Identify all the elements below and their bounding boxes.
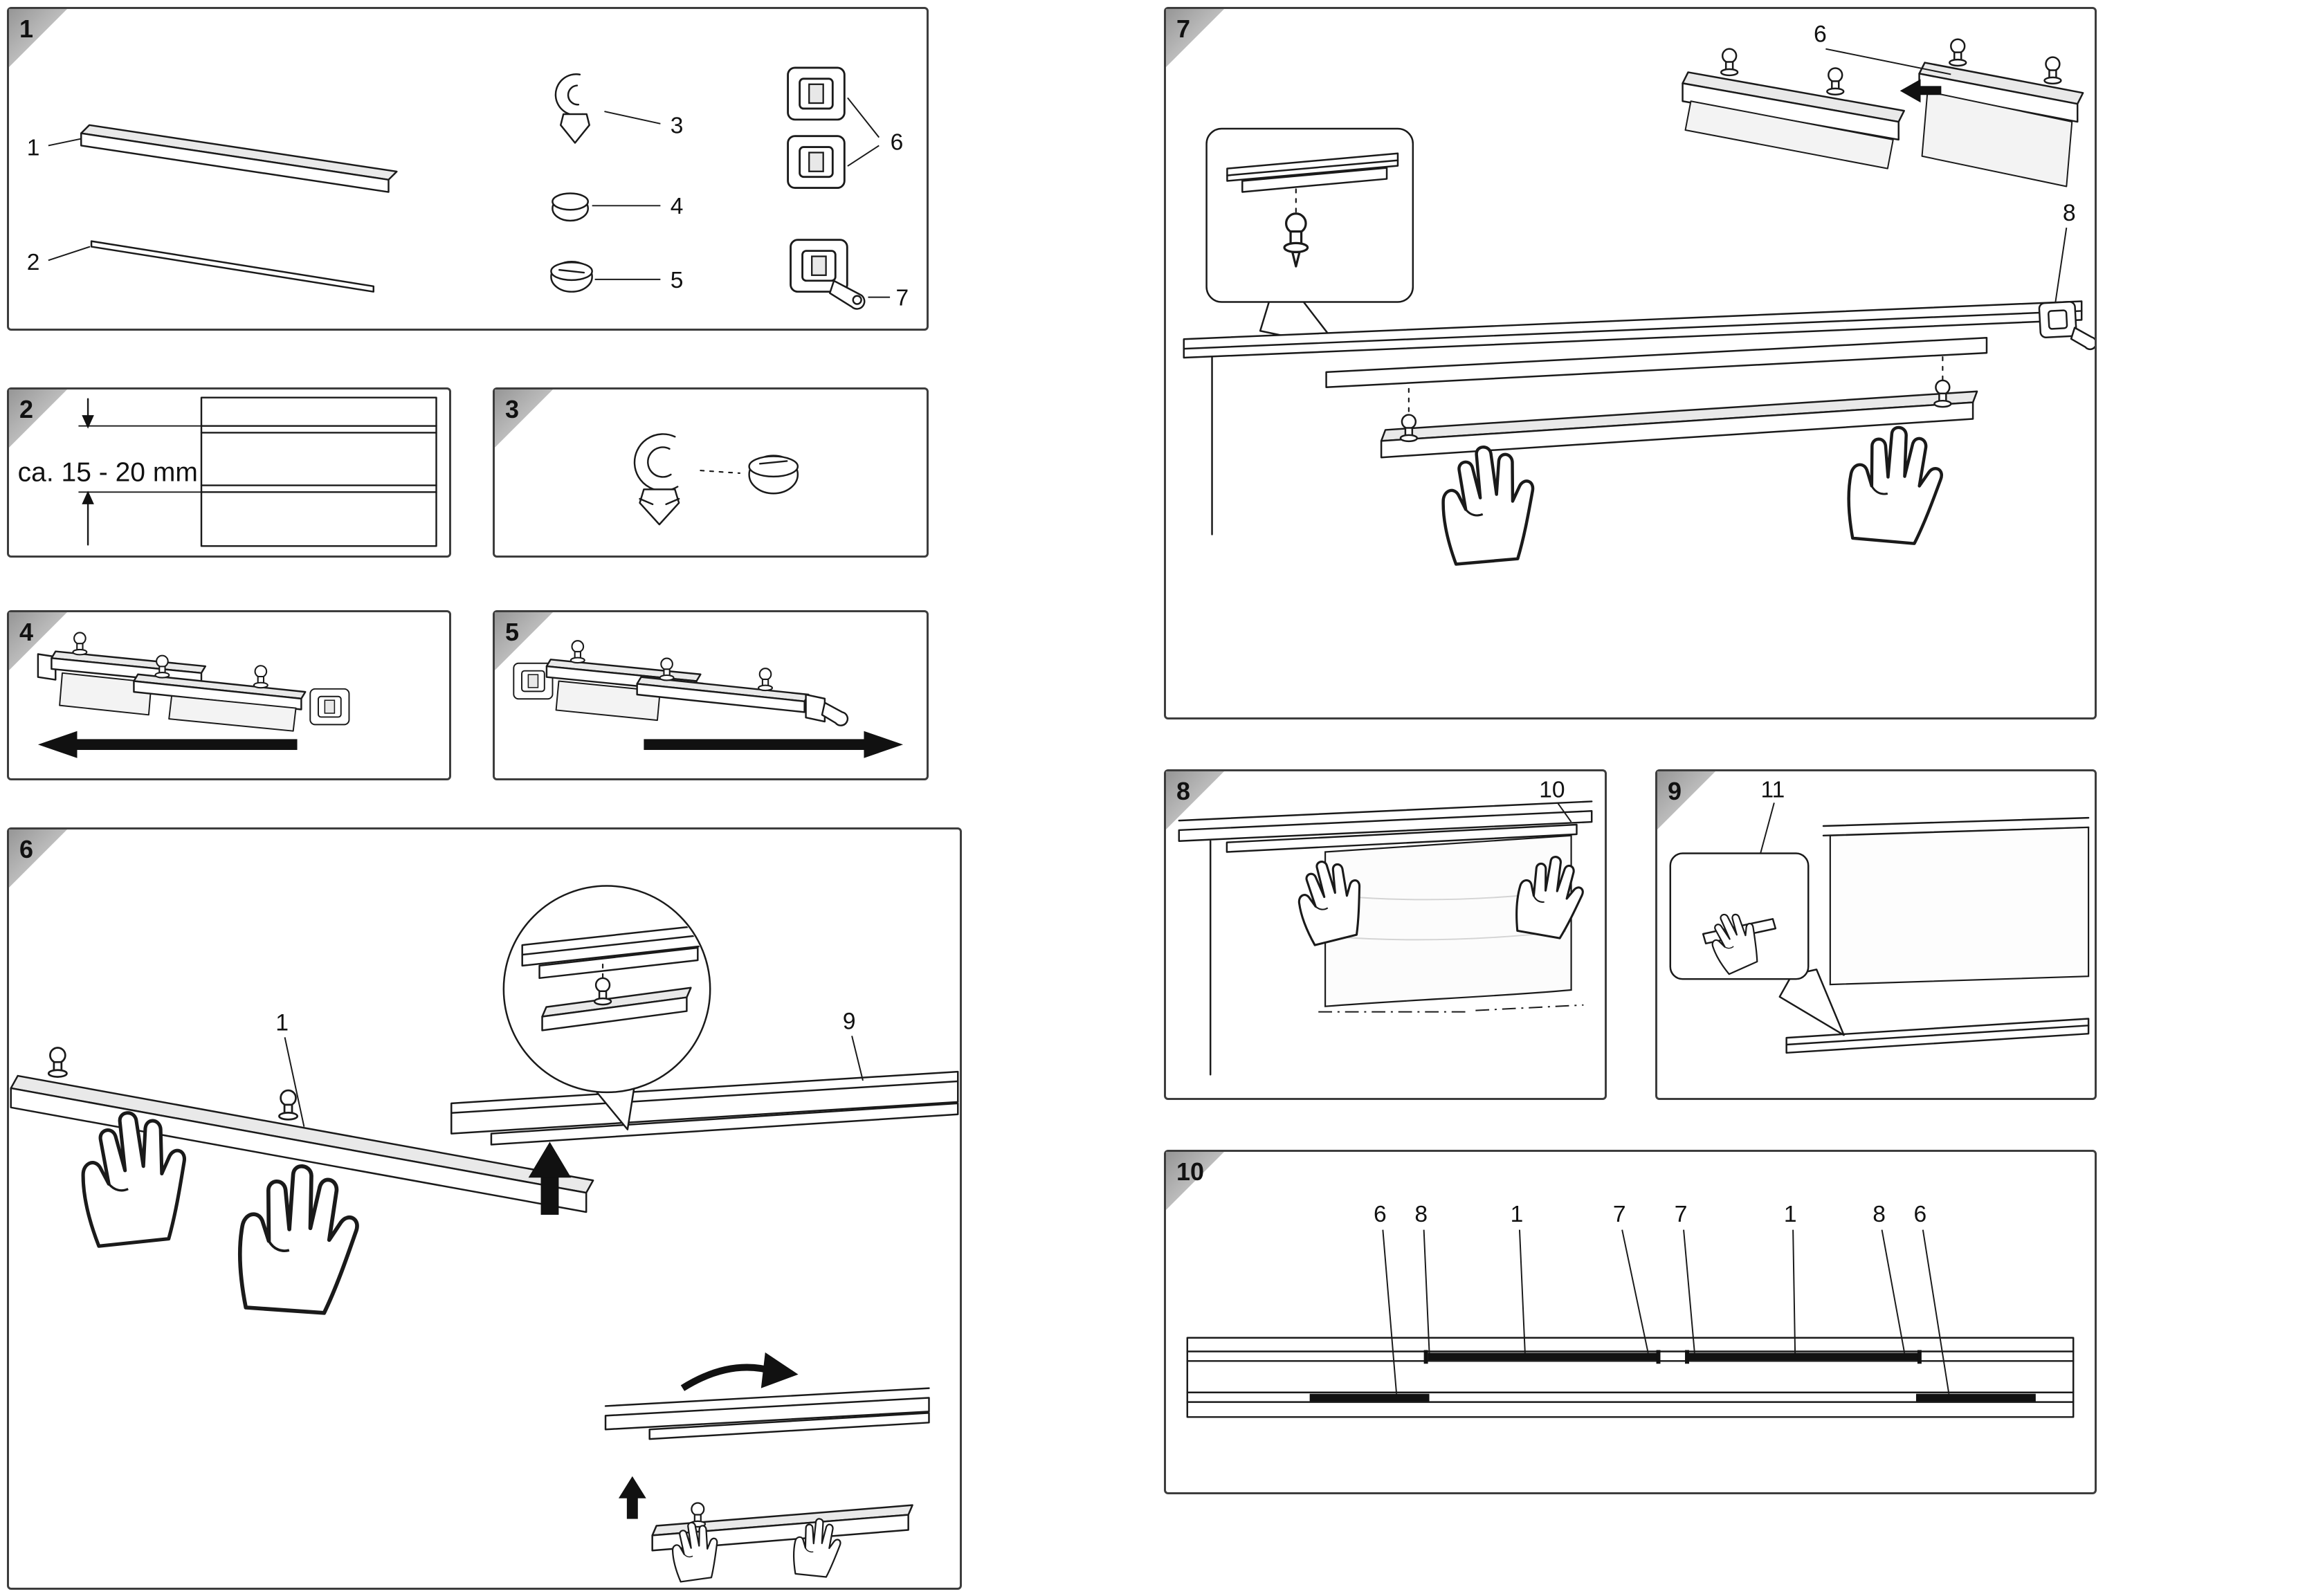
step5-illustration <box>513 640 904 758</box>
curved-arrow-icon <box>680 1364 776 1391</box>
callout-d: 7 <box>1613 1202 1626 1227</box>
callout-wall-profile: 9 <box>843 1008 856 1034</box>
arrow-left-small-icon <box>1899 79 1942 103</box>
panel-step4: 4 <box>7 610 451 780</box>
callout-b: 8 <box>1414 1202 1428 1227</box>
inset-clip-detail <box>1205 127 1414 349</box>
rail-being-installed <box>10 1047 594 1213</box>
part-stud-slotted <box>550 261 593 293</box>
arrow-right-icon <box>644 731 904 758</box>
step3-illustration <box>633 433 799 526</box>
callout-h: 6 <box>1914 1202 1927 1227</box>
rail-pair-top <box>1682 38 2084 187</box>
callout-f: 1 <box>1784 1202 1797 1227</box>
arrow-left-icon <box>37 731 298 758</box>
hook-pin-large <box>633 433 680 526</box>
rail-in-hands <box>1380 379 1978 459</box>
panel-step2: ca. 15 - 20 mm 2 <box>7 387 451 558</box>
wall-profile <box>490 1102 959 1146</box>
profile-section <box>200 396 437 547</box>
arrow-up-small-icon <box>618 1476 646 1519</box>
step8-illustration: 10 <box>1178 778 1593 1076</box>
callout-a: 6 <box>1374 1202 1387 1227</box>
part-hook-pin <box>554 73 590 144</box>
roller-blind <box>1785 816 2090 1054</box>
part-weight-rod <box>90 240 375 293</box>
callout-e: 7 <box>1675 1202 1688 1227</box>
shelf <box>450 1070 959 1146</box>
callout-part-2: 2 <box>27 250 40 275</box>
shelf <box>1178 800 1593 1076</box>
callout-part-4: 4 <box>671 194 684 219</box>
clip-pin-detail <box>1283 212 1309 268</box>
rail-top-view <box>1186 1337 2075 1418</box>
callout-g: 8 <box>1873 1202 1886 1227</box>
mounted-rail <box>1226 823 1578 853</box>
panel-number: 2 <box>19 395 34 423</box>
callout-part-6: 6 <box>891 129 904 155</box>
inset-final-push <box>604 1352 930 1584</box>
panel-step9: 11 9 <box>1655 769 2097 1100</box>
inset-hand-strip <box>1669 852 1845 1036</box>
part-clip-pair <box>787 66 846 190</box>
callout-end-bracket: 8 <box>2063 200 2076 226</box>
panel-number: 9 <box>1668 777 1682 805</box>
right-hand <box>1845 423 1945 545</box>
callout-part-5: 5 <box>671 268 684 293</box>
panel-number: 1 <box>19 15 34 43</box>
callout-part-3: 3 <box>671 113 684 139</box>
rail-right-segment <box>133 654 350 732</box>
panel-step6: 9 1 <box>7 827 962 1590</box>
panel-step5: 5 <box>493 610 929 780</box>
panel-number: 3 <box>505 395 520 423</box>
magnifier-detail <box>521 924 709 1031</box>
callout-clip: 6 <box>1814 21 1827 48</box>
callout-screen: 10 <box>1539 778 1565 803</box>
panel-number: 5 <box>505 618 520 646</box>
panel-step10: 6 8 1 7 7 1 8 6 10 <box>1164 1150 2097 1494</box>
step9-illustration: 11 <box>1669 778 2090 1054</box>
step2-illustration: ca. 15 - 20 mm <box>18 396 437 547</box>
panel-number: 6 <box>19 835 34 863</box>
step1-illustration: 1 2 3 4 <box>27 66 909 311</box>
panel-number: 10 <box>1176 1157 1205 1186</box>
panel-number: 7 <box>1176 15 1191 43</box>
part-rail-long <box>80 124 398 193</box>
measurement-label: ca. 15 - 20 mm <box>18 458 198 488</box>
measure-arrow-down-icon <box>82 398 94 429</box>
panel-step7: 6 <box>1164 7 2097 719</box>
measure-arrow-up-icon <box>82 490 94 546</box>
panel-number: 4 <box>19 618 34 646</box>
callout-strip: 11 <box>1760 778 1785 803</box>
left-hand <box>1438 443 1538 565</box>
part-stud <box>552 192 589 222</box>
arrow-up-icon <box>528 1141 572 1215</box>
mounted-rail <box>1325 300 2095 425</box>
callout-leaders <box>1382 1229 1950 1394</box>
callout-part-1: 1 <box>27 135 40 160</box>
stud-large <box>748 455 799 495</box>
panel-step1: 1 2 3 4 <box>7 7 929 331</box>
step7-illustration: 6 <box>1183 21 2095 717</box>
rail-left-segment <box>37 632 207 716</box>
panel-number: 8 <box>1176 777 1191 805</box>
callout-rail: 1 <box>275 1009 289 1036</box>
callout-c: 1 <box>1511 1202 1524 1227</box>
rail-right-segment <box>636 657 849 726</box>
panel-step8: 10 8 <box>1164 769 1607 1100</box>
step6-illustration: 9 1 <box>10 885 959 1584</box>
part-clip-with-ear <box>790 239 866 310</box>
end-bracket <box>2038 300 2095 351</box>
callout-part-7: 7 <box>896 285 909 311</box>
step10-illustration: 6 8 1 7 7 1 8 6 <box>1186 1202 2075 1418</box>
step4-illustration <box>37 632 350 758</box>
shelf <box>1183 300 2083 535</box>
right-hand <box>236 1162 361 1314</box>
panel-step3: 3 <box>493 387 929 558</box>
